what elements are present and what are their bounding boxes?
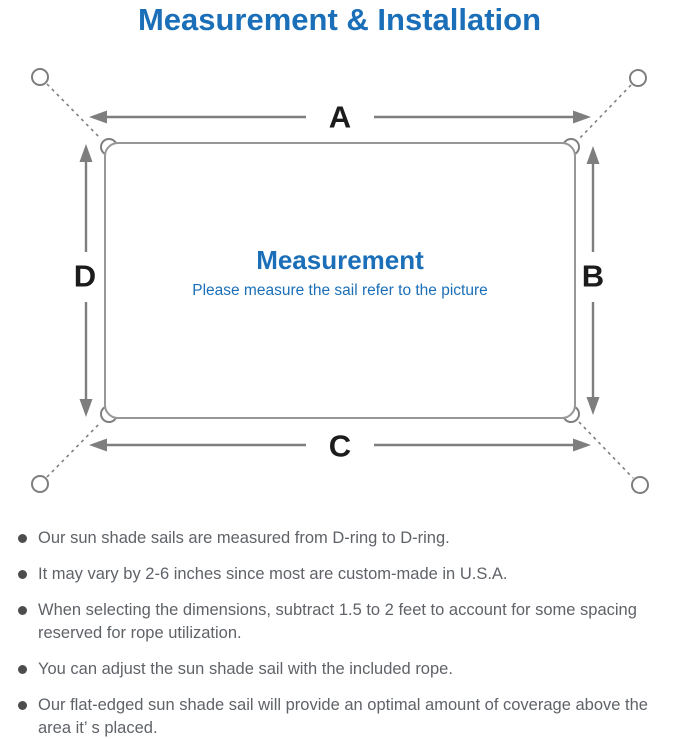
tie-line-top-left xyxy=(46,83,102,140)
arrow-head-b-top-icon xyxy=(586,146,600,164)
bullet-icon xyxy=(18,606,27,615)
sail-diagram-canvas xyxy=(31,68,649,494)
note-text: You can adjust the sun shade sail with t… xyxy=(38,660,453,678)
note-text: It may vary by 2-6 inches since most are… xyxy=(38,565,508,583)
arrow-head-a-left-icon xyxy=(89,110,107,124)
sail-outline xyxy=(104,142,576,419)
arrow-head-b-bottom-icon xyxy=(586,397,600,415)
anchor-ring-top-right-icon xyxy=(629,69,647,87)
note-text: Our sun shade sails are measured from D-… xyxy=(38,529,450,547)
arrow-head-c-left-icon xyxy=(89,438,107,452)
anchor-ring-bottom-right-icon xyxy=(631,476,649,494)
bullet-icon xyxy=(18,570,27,579)
note-text: When selecting the dimensions, subtract … xyxy=(38,601,637,642)
page-title: Measurement & Installation xyxy=(137,2,542,37)
list-item: You can adjust the sun shade sail with t… xyxy=(18,658,668,681)
arrow-head-d-bottom-icon xyxy=(79,399,93,417)
arrow-head-c-right-icon xyxy=(573,438,591,452)
tie-line-bottom-right xyxy=(578,421,634,479)
bullet-icon xyxy=(18,665,27,674)
tie-line-top-right xyxy=(578,84,632,140)
dimension-label-d: D xyxy=(73,258,97,294)
list-item: When selecting the dimensions, subtract … xyxy=(18,599,668,645)
dimension-label-b: B xyxy=(581,258,605,294)
dimension-label-a: A xyxy=(328,99,352,135)
arrow-head-a-right-icon xyxy=(573,110,591,124)
dimension-label-c: C xyxy=(328,428,352,464)
diagram-caption-subheading: Please measure the sail refer to the pic… xyxy=(192,282,488,299)
bullet-icon xyxy=(18,534,27,543)
bullet-icon xyxy=(18,701,27,710)
diagram-caption-heading: Measurement xyxy=(256,245,424,275)
anchor-ring-bottom-left-icon xyxy=(31,475,49,493)
diagram-caption: Measurement Please measure the sail refe… xyxy=(100,245,580,300)
tie-line-bottom-left xyxy=(46,421,102,478)
list-item: Our sun shade sails are measured from D-… xyxy=(18,527,668,550)
notes-list: Our sun shade sails are measured from D-… xyxy=(18,527,668,739)
arrow-head-d-top-icon xyxy=(79,144,93,162)
note-text: Our flat-edged sun shade sail will provi… xyxy=(38,696,648,737)
anchor-ring-top-left-icon xyxy=(31,68,49,86)
list-item: Our flat-edged sun shade sail will provi… xyxy=(18,694,668,739)
list-item: It may vary by 2-6 inches since most are… xyxy=(18,563,668,586)
